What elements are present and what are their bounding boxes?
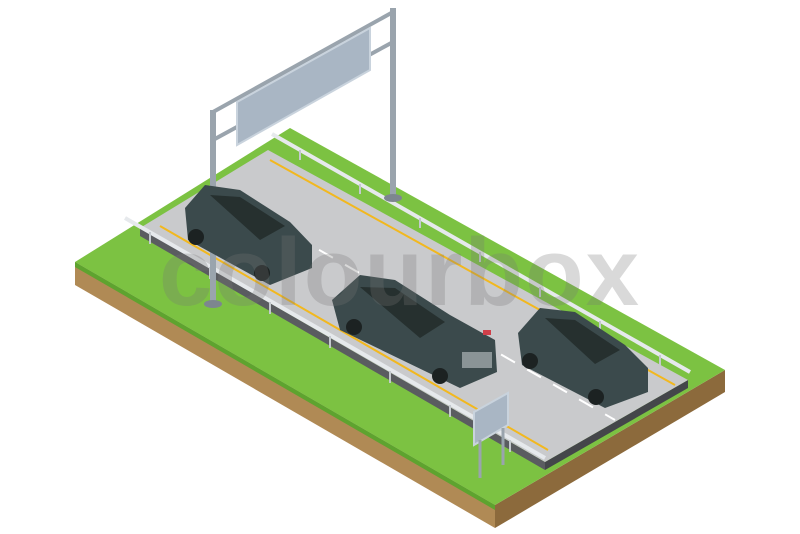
car-suv-right xyxy=(518,308,648,408)
grass-edge xyxy=(75,262,495,510)
dirt-right-face xyxy=(495,370,725,528)
car-suv-left xyxy=(185,185,312,285)
gantry-pole-right xyxy=(390,8,396,198)
roadside-sign xyxy=(473,391,509,478)
dirt-left-face xyxy=(75,262,495,528)
car-limousine-center xyxy=(332,275,497,388)
gantry-sign-panel xyxy=(236,26,371,147)
road-side xyxy=(140,228,545,470)
gantry-beam xyxy=(211,8,395,144)
road-side-right xyxy=(545,380,688,470)
